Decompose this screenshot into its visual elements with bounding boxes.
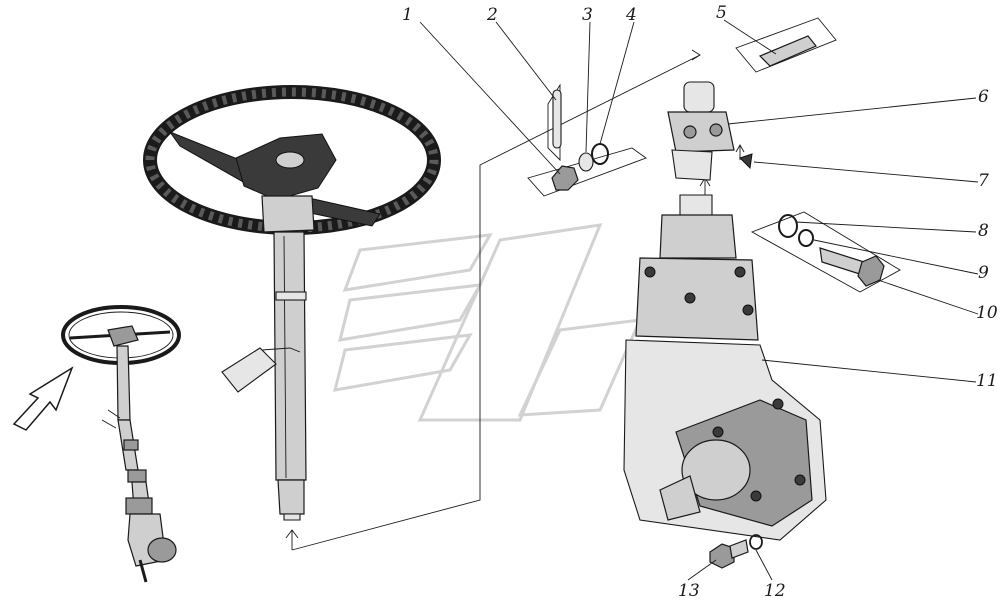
callout-10: 10 (976, 303, 998, 323)
parts-group-1-4 (527, 83, 647, 197)
watermark-logo (332, 223, 643, 422)
callout-11: 11 (976, 371, 998, 391)
steering-column (221, 195, 315, 521)
callout-5: 5 (716, 3, 727, 23)
callout-4: 4 (625, 5, 637, 25)
view-direction-arrow (12, 366, 74, 431)
parts-group-12-13 (709, 534, 763, 569)
parts-group-7-10 (739, 153, 901, 293)
callout-13: 13 (678, 581, 700, 601)
callout-9: 9 (978, 263, 989, 283)
callout-1: 1 (402, 5, 413, 25)
part-5-pin-group (735, 17, 837, 73)
callout-3: 3 (582, 5, 593, 25)
callout-7: 7 (978, 171, 989, 191)
overview-steering-assembly (61, 305, 181, 583)
universal-joint (667, 81, 735, 181)
callout-12: 12 (764, 581, 786, 601)
callout-8: 8 (978, 221, 989, 241)
callout-6: 6 (978, 87, 989, 107)
callout-2: 2 (486, 5, 498, 25)
steering-wheel (143, 85, 441, 235)
callout-labels: 1 2 3 4 5 6 7 8 9 10 11 12 13 (402, 3, 998, 601)
leader-lines (419, 19, 979, 581)
steering-gear-box (623, 194, 827, 541)
